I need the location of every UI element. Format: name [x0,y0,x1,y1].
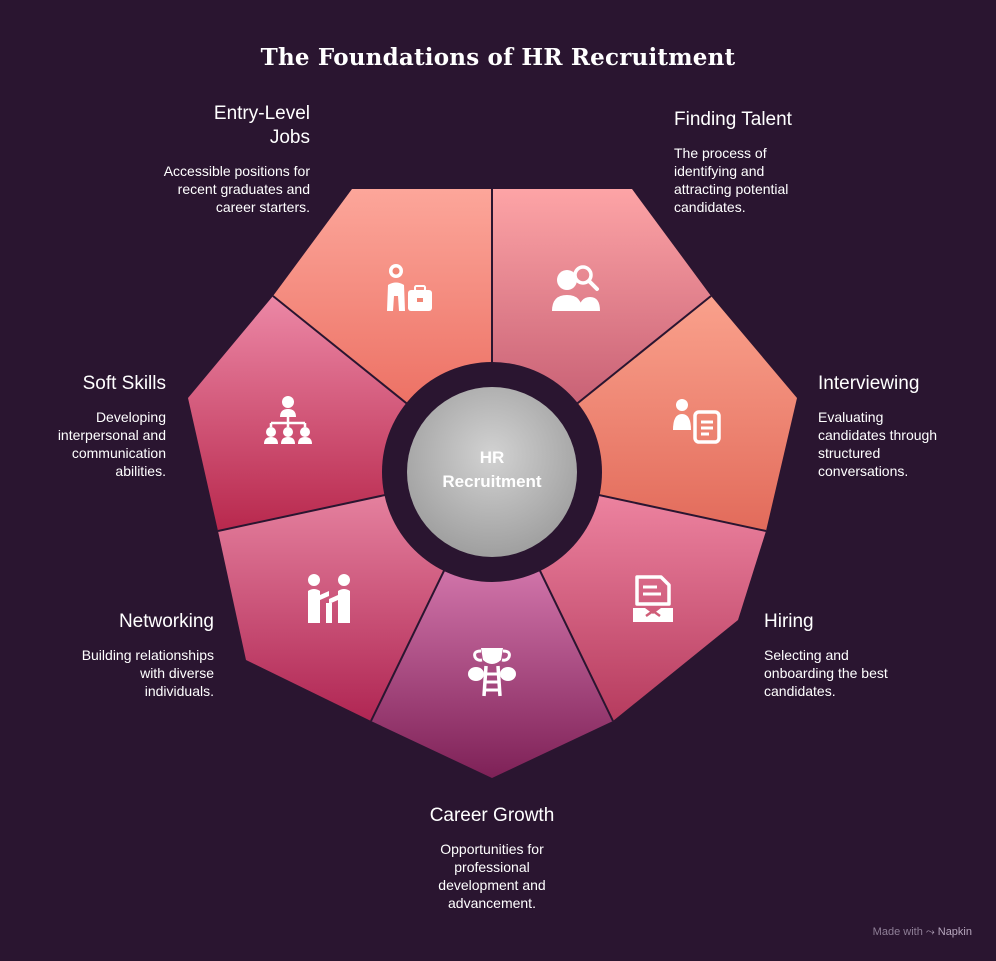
career-growth-title: Career Growth [429,805,555,826]
trophy-ladder-icon [468,648,516,697]
people-connecting-icon [308,574,350,623]
interview-document-icon [673,399,721,444]
networking-title: Networking [118,611,214,632]
label-networking: Networking Building relationships with d… [44,610,214,700]
napkin-logo-icon: ⤳ [925,926,935,938]
label-entry-level-jobs: Entry-Level Jobs Accessible positions fo… [80,102,310,216]
interviewing-description: Evaluating candidates through structured… [818,409,938,479]
entry-level-jobs-description: Accessible positions for recent graduate… [163,163,310,215]
person-briefcase-icon [387,264,432,311]
networking-description: Building relationships with diverse indi… [81,647,214,699]
label-finding-talent: Finding Talent The process of identifyin… [674,108,904,216]
label-career-growth: Career Growth Opportunities for professi… [392,804,592,912]
label-hiring: Hiring Selecting and onboarding the best… [764,610,924,700]
entry-level-jobs-title: Entry-Level Jobs [213,103,310,148]
hiring-title: Hiring [764,611,814,632]
center-label-line1: HR [480,448,505,467]
team-hierarchy-icon [264,396,312,444]
soft-skills-description: Developing interpersonal and communicati… [57,409,166,479]
people-search-icon [552,265,600,311]
hiring-description: Selecting and onboarding the best candid… [764,647,888,699]
center-hub [407,387,577,557]
label-soft-skills: Soft Skills Developing interpersonal and… [16,372,166,480]
finding-talent-title: Finding Talent [674,109,792,130]
interviewing-title: Interviewing [818,373,920,394]
finding-talent-description: The process of identifying and attractin… [674,145,789,215]
label-interviewing: Interviewing Evaluating candidates throu… [818,372,968,480]
contract-handshake-icon [633,575,673,622]
career-growth-description: Opportunities for professional developme… [438,841,546,911]
segment-career-growth [371,472,613,778]
center-label-line2: Recruitment [442,472,542,491]
made-with-napkin-watermark: Made with ⤳ Napkin [872,926,972,938]
diagram-title: The Foundations of HR Recruitment [260,44,736,71]
soft-skills-title: Soft Skills [82,373,166,394]
